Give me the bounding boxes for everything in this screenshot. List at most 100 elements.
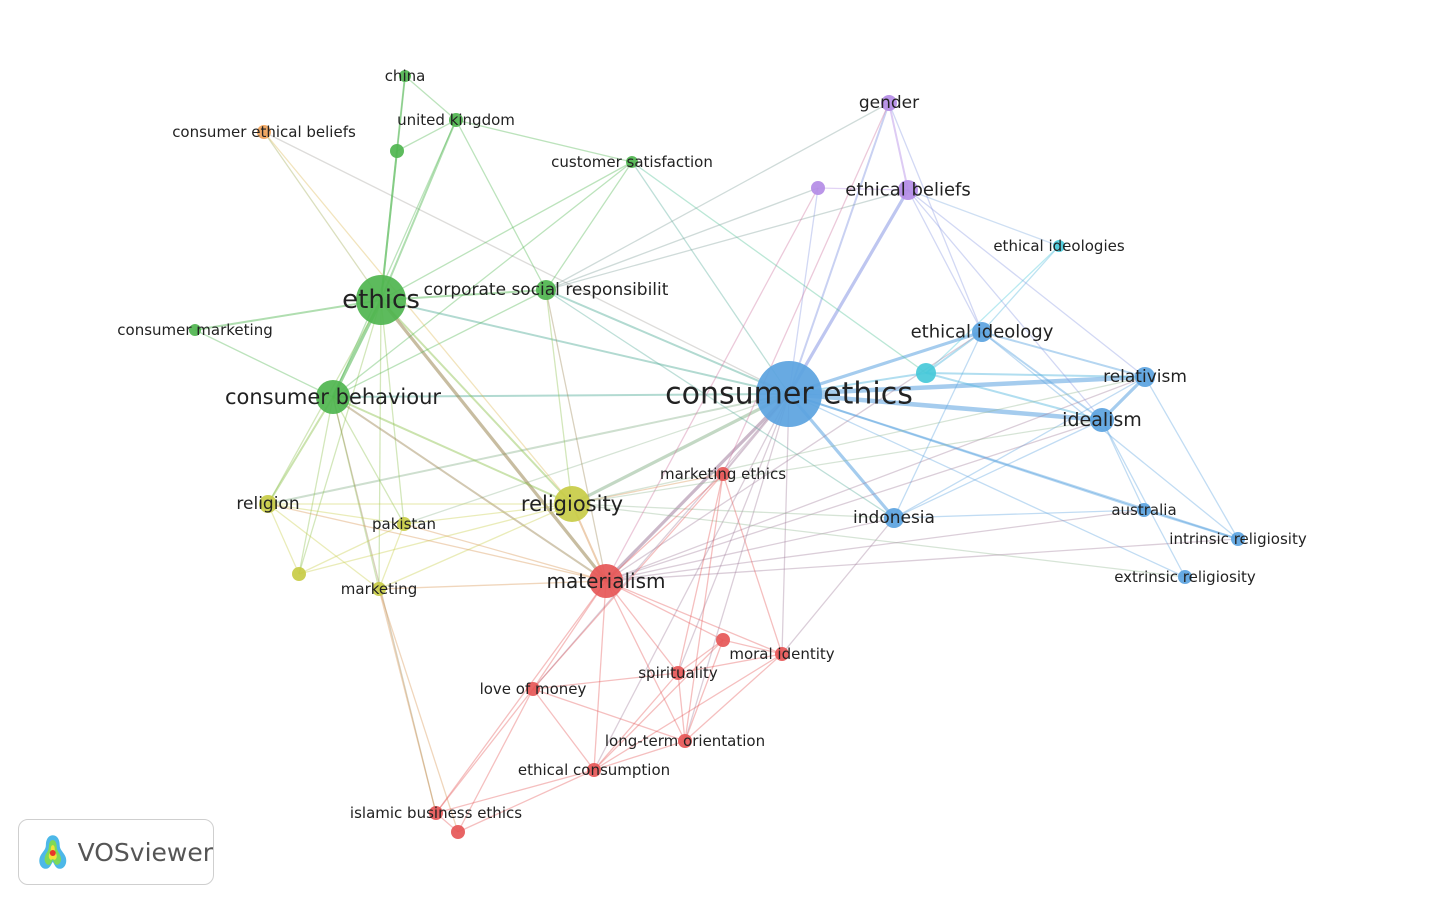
edge-materialism-red-unlabeled-1	[605, 580, 724, 641]
edge-ethical-beliefs-corporate-social-responsibility	[545, 189, 909, 291]
node-consumer-behaviour[interactable]	[316, 380, 350, 414]
edge-consumer-ethics-moral-identity	[781, 393, 790, 655]
edge-ethics-materialism	[379, 298, 608, 583]
edge-materialism-love-of-money	[532, 580, 607, 690]
node-label-intrinsic-religiosity: intrinsic religiosity	[1169, 530, 1307, 548]
node-indonesia[interactable]	[884, 508, 904, 528]
edge-marketing-ethics-spirituality	[677, 473, 724, 674]
edge-marketing-ethics-long-term-orientation	[684, 473, 724, 742]
node-long-term-orientation[interactable]	[678, 734, 692, 748]
edge-idealism-extrinsic-religiosity	[1101, 419, 1186, 578]
node-united-kingdom[interactable]	[449, 113, 463, 127]
vosviewer-logo-text: VOSviewer	[77, 837, 213, 867]
edge-ethics-corporate-social-responsibility	[380, 289, 547, 301]
node-label-customer-satisfaction: customer satisfaction	[551, 153, 713, 171]
edges-layer	[194, 75, 1239, 833]
node-customer-satisfaction[interactable]	[626, 156, 638, 168]
node-label-moral-identity: moral identity	[729, 645, 834, 663]
edge-ethics-china	[380, 75, 406, 301]
edge-materialism-spirituality	[605, 580, 679, 674]
edge-ethical-ideologies-cyan-unlabeled	[925, 245, 1060, 374]
vosviewer-logo-icon	[39, 835, 67, 869]
edge-consumer-ethics-spirituality	[677, 393, 790, 674]
edge-pakistan-materialism	[403, 523, 607, 582]
edge-consumer-behaviour-customer-satisfaction	[332, 161, 633, 398]
node-islamic-business-ethics[interactable]	[429, 806, 443, 820]
edge-australia-intrinsic-religiosity	[1143, 509, 1239, 540]
edge-materialism-marketing-ethics	[605, 473, 724, 582]
node-yellow-unlabeled[interactable]	[292, 567, 306, 581]
edge-ethics-united-kingdom	[380, 119, 457, 301]
node-label-consumer-behaviour: consumer behaviour	[225, 385, 441, 409]
node-idealism[interactable]	[1090, 408, 1114, 432]
node-consumer-marketing[interactable]	[189, 324, 201, 336]
node-moral-identity[interactable]	[775, 647, 789, 661]
node-ethics[interactable]	[356, 275, 406, 325]
edge-ethics-marketing	[378, 299, 382, 590]
edge-idealism-indonesia	[893, 419, 1103, 519]
node-gender[interactable]	[881, 95, 897, 111]
edge-materialism-moral-identity	[605, 580, 783, 655]
node-cyan-unlabeled[interactable]	[916, 363, 936, 383]
node-ethical-beliefs[interactable]	[898, 180, 918, 200]
node-intrinsic-religiosity[interactable]	[1231, 532, 1245, 546]
node-label-consumer-ethics: consumer ethics	[665, 377, 913, 412]
edge-consumer-ethical-beliefs-ethics	[263, 131, 382, 301]
node-label-consumer-ethical-beliefs: consumer ethical beliefs	[172, 123, 356, 141]
edge-consumer-ethical-beliefs-religiosity	[263, 131, 573, 505]
node-purple-unlabeled[interactable]	[811, 181, 825, 195]
node-pakistan[interactable]	[397, 517, 411, 531]
node-consumer-ethical-beliefs[interactable]	[257, 125, 271, 139]
edge-religion-yellow-unlabeled	[267, 503, 300, 575]
edge-religiosity-pakistan	[403, 503, 573, 525]
edge-ethical-ideology-relativism	[981, 331, 1146, 378]
node-ethical-ideology[interactable]	[972, 322, 992, 342]
edge-ethical-beliefs-purple-unlabeled	[817, 187, 909, 191]
edge-consumer-behaviour-corporate-social-responsibility	[332, 289, 547, 398]
node-extrinsic-religiosity[interactable]	[1178, 570, 1192, 584]
node-ethical-ideologies[interactable]	[1053, 240, 1065, 252]
edge-materialism-intrinsic-religiosity	[605, 538, 1239, 582]
edge-consumer-ethics-relativism	[788, 374, 1146, 397]
edge-ethical-beliefs-gender	[888, 102, 909, 191]
node-label-love-of-money: love of money	[480, 680, 587, 698]
edge-gender-corporate-social-responsibility	[545, 102, 890, 291]
edge-ethics-customer-satisfaction	[380, 161, 633, 301]
node-marketing[interactable]	[372, 582, 386, 596]
node-religion[interactable]	[259, 495, 277, 513]
edge-gender-ethical-ideology	[888, 102, 983, 333]
node-materialism[interactable]	[589, 564, 623, 598]
node-label-spirituality: spirituality	[638, 664, 718, 682]
node-relativism[interactable]	[1135, 367, 1155, 387]
edge-religiosity-marketing-ethics	[571, 473, 724, 505]
node-label-consumer-marketing: consumer marketing	[117, 321, 272, 339]
edge-ethical-beliefs-ethical-ideologies	[907, 189, 1060, 247]
edge-consumer-ethics-ethical-ideology	[788, 330, 983, 396]
node-ethical-consumption[interactable]	[587, 763, 601, 777]
node-red-unlabeled-2[interactable]	[451, 825, 465, 839]
node-consumer-ethics[interactable]	[756, 361, 822, 427]
node-green-unlabeled[interactable]	[390, 144, 404, 158]
edge-consumer-ethics-religion	[267, 393, 790, 505]
edge-love-of-money-marketing-ethics	[532, 473, 724, 690]
node-religiosity[interactable]	[554, 486, 590, 522]
node-marketing-ethics[interactable]	[716, 467, 730, 481]
node-label-ethical-beliefs: ethical beliefs	[845, 180, 970, 201]
edge-ethics-yellow-unlabeled	[298, 299, 382, 575]
edge-extrinsic-religiosity-religiosity	[571, 503, 1186, 578]
node-corporate-social-responsibility[interactable]	[536, 280, 556, 300]
node-red-unlabeled-1[interactable]	[716, 633, 730, 647]
edge-religion-pakistan	[267, 503, 405, 525]
node-australia[interactable]	[1137, 503, 1151, 517]
edge-indonesia-materialism	[605, 517, 895, 582]
edge-united-kingdom-customer-satisfaction	[455, 119, 633, 163]
edge-consumer-ethics-ethical-consumption	[593, 393, 790, 771]
node-spirituality[interactable]	[671, 666, 685, 680]
edge-moral-identity-ethical-consumption	[593, 653, 783, 771]
edge-idealism-cyan-unlabeled	[925, 372, 1103, 421]
node-love-of-money[interactable]	[526, 682, 540, 696]
node-china[interactable]	[399, 70, 411, 82]
edge-religiosity-idealism	[571, 419, 1103, 505]
edge-consumer-ethics-long-term-orientation	[684, 393, 790, 742]
edge-ethical-beliefs-ethical-ideology	[907, 189, 983, 333]
